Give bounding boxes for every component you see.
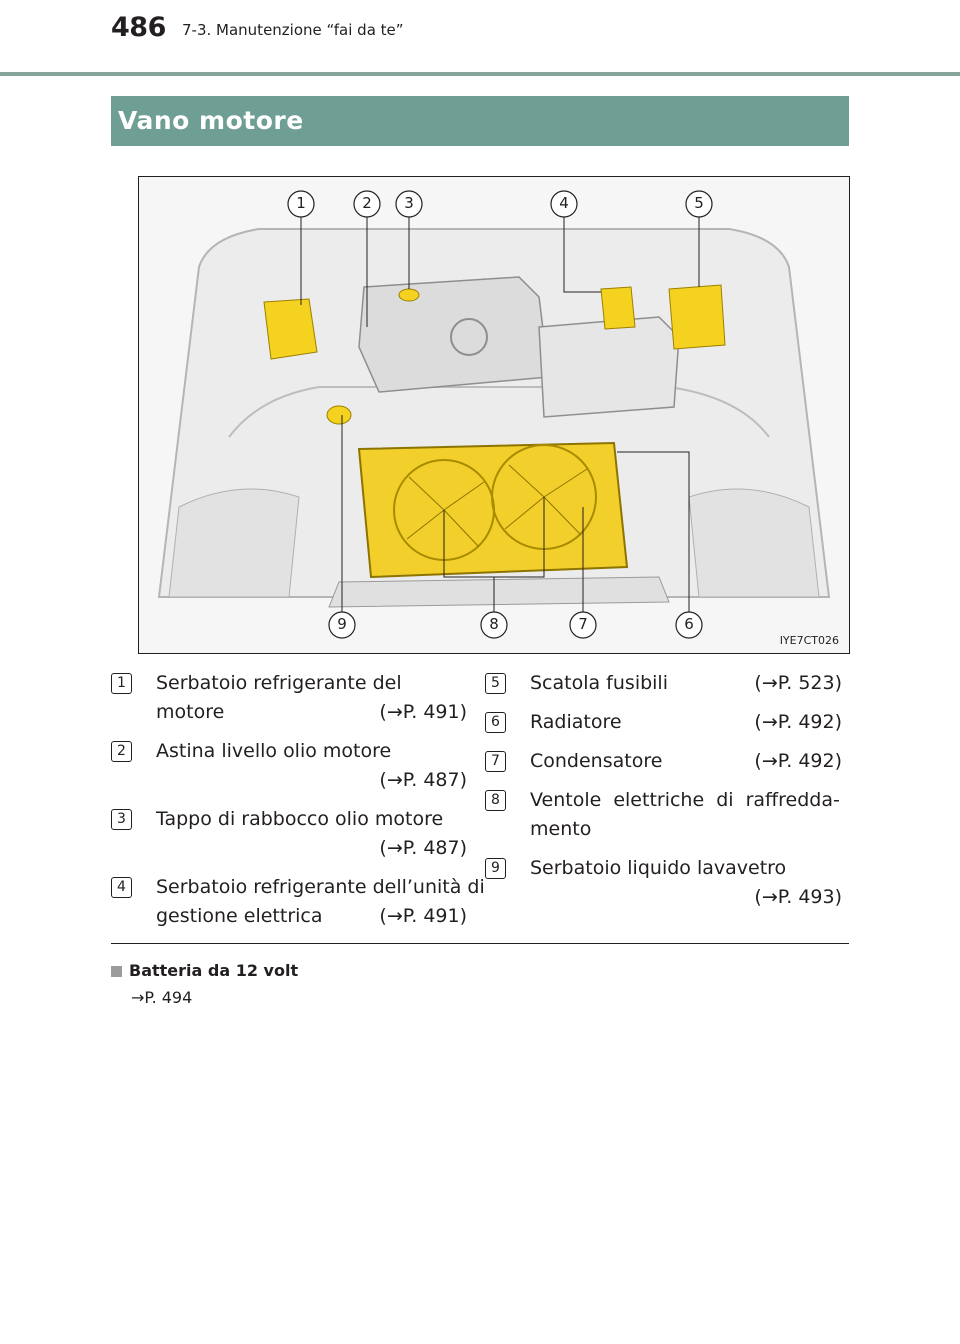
legend-number: 8 bbox=[485, 790, 506, 811]
legend-number: 2 bbox=[111, 741, 132, 762]
legend-item-4: 4 Serbatoio refrigerante dell’unità di g… bbox=[111, 873, 485, 933]
chapter-title: 7-3. Manutenzione “fai da te” bbox=[182, 21, 404, 39]
legend-number: 3 bbox=[111, 809, 132, 830]
legend-label-cont: gestione elettrica bbox=[156, 905, 323, 927]
callout-5: 5 bbox=[694, 194, 704, 212]
header-divider bbox=[0, 72, 960, 76]
callout-1: 1 bbox=[296, 194, 306, 212]
legend-item-7: 7 Condensatore (→P. 492) bbox=[485, 747, 842, 779]
callout-8: 8 bbox=[489, 615, 499, 633]
page-reference: (→P. 493) bbox=[754, 886, 842, 908]
legend-item-3: 3 Tappo di rabbocco olio motore (→P. 487… bbox=[111, 805, 467, 865]
legend-label: Radiatore bbox=[530, 711, 622, 733]
legend-number: 4 bbox=[111, 877, 132, 898]
legend-label: Serbatoio liquido lavavetro bbox=[530, 857, 787, 879]
legend-label: Scatola fusibili bbox=[530, 672, 668, 694]
page-reference: (→P. 487) bbox=[379, 769, 467, 791]
page-reference: (→P. 491) bbox=[379, 905, 467, 927]
page-reference: (→P. 487) bbox=[379, 837, 467, 859]
note-page-reference: →P. 494 bbox=[131, 988, 193, 1007]
legend-label: Astina livello olio motore bbox=[156, 740, 392, 762]
callout-6: 6 bbox=[684, 615, 694, 633]
legend-label: Ventole elettriche di raffredda- bbox=[530, 789, 840, 811]
legend-item-2: 2 Astina livello olio motore (→P. 487) bbox=[111, 737, 467, 797]
callout-3: 3 bbox=[404, 194, 414, 212]
callout-4: 4 bbox=[559, 194, 569, 212]
page-reference: (→P. 492) bbox=[754, 750, 842, 772]
page-reference: (→P. 523) bbox=[754, 672, 842, 694]
page-reference: (→P. 491) bbox=[379, 701, 467, 723]
legend-number: 5 bbox=[485, 673, 506, 694]
legend-item-9: 9 Serbatoio liquido lavavetro (→P. 493) bbox=[485, 854, 842, 914]
legend-item-5: 5 Scatola fusibili (→P. 523) bbox=[485, 669, 842, 701]
callout-7: 7 bbox=[578, 615, 588, 633]
section-title: Vano motore bbox=[118, 106, 304, 135]
engine-bay-drawing bbox=[157, 190, 831, 639]
legend-label: Condensatore bbox=[530, 750, 663, 772]
note-title: Batteria da 12 volt bbox=[129, 961, 299, 980]
legend-item-8: 8 Ventole elettriche di raffredda- mento bbox=[485, 786, 842, 846]
legend-label: Tappo di rabbocco olio motore bbox=[156, 808, 444, 830]
page-header: 486 7-3. Manutenzione “fai da te” bbox=[0, 0, 960, 80]
legend-number: 1 bbox=[111, 673, 132, 694]
legend-item-6: 6 Radiatore (→P. 492) bbox=[485, 708, 842, 740]
legend-label: Serbatoio refrigerante dell’unità di bbox=[156, 876, 485, 898]
legend-label: Serbatoio refrigerante del bbox=[156, 672, 402, 694]
page-number: 486 bbox=[111, 12, 166, 43]
legend-item-1: 1 Serbatoio refrigerante del motore (→P.… bbox=[111, 669, 467, 729]
engine-bay-illustration: IYE7CT026 1 2 3 4 5 9 8 7 6 bbox=[138, 176, 850, 654]
legend-number: 9 bbox=[485, 858, 506, 879]
legend-number: 7 bbox=[485, 751, 506, 772]
square-bullet-icon bbox=[111, 966, 122, 977]
legend-label-cont: motore bbox=[156, 701, 225, 723]
callout-2: 2 bbox=[362, 194, 372, 212]
page-reference: (→P. 492) bbox=[754, 711, 842, 733]
callout-9: 9 bbox=[337, 615, 347, 633]
figure-code: IYE7CT026 bbox=[779, 634, 839, 647]
legend-number: 6 bbox=[485, 712, 506, 733]
section-bar bbox=[111, 96, 849, 146]
legend-label-cont: mento bbox=[530, 818, 592, 840]
section-divider bbox=[111, 943, 849, 944]
